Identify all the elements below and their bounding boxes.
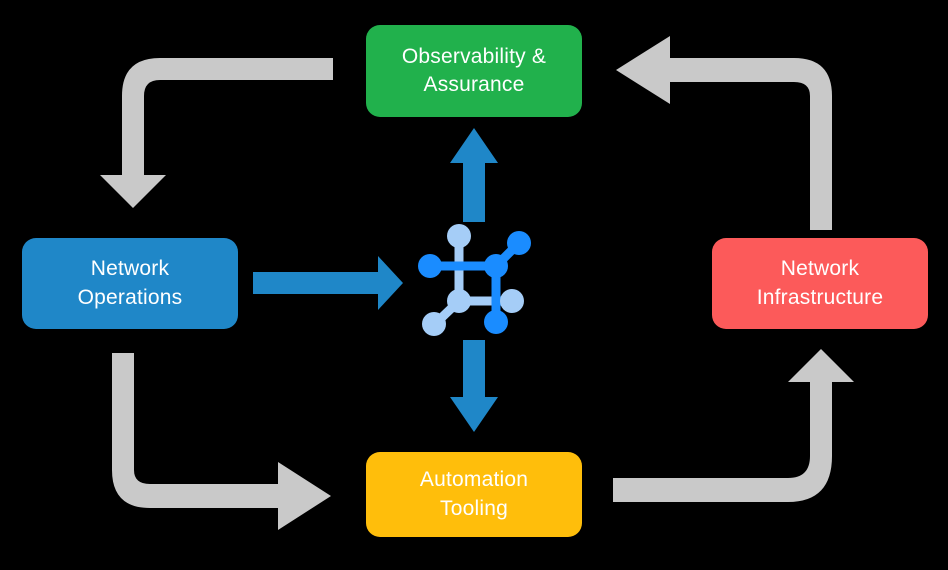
box-observability-line2: Assurance: [423, 73, 525, 96]
box-observability-line1: Observability &: [401, 44, 547, 68]
gray-elbow-arrow-top-right: [616, 36, 832, 230]
box-operations-line1: Network: [90, 257, 170, 281]
box-infrastructure-line2: Infrastructure: [756, 285, 884, 309]
blue-arrow-down: [450, 340, 498, 432]
box-infrastructure-line1: Network: [780, 257, 860, 281]
mesh-node-bottom-dark: [484, 310, 508, 334]
box-observability-assurance[interactable]: Observability & Assurance: [366, 25, 582, 117]
mesh-node-center-dark: [484, 254, 508, 278]
network-mesh-icon: [418, 224, 531, 336]
mesh-node-mid-left-light: [447, 289, 471, 313]
gray-elbow-arrow-bottom-right: [613, 349, 854, 502]
box-automation-line1: Automation: [419, 468, 529, 492]
gray-elbow-arrow-bottom-left: [112, 353, 331, 530]
box-infrastructure-label: Network Infrastructure: [757, 255, 884, 312]
mesh-node-left-dark: [418, 254, 442, 278]
box-network-infrastructure[interactable]: Network Infrastructure: [712, 238, 928, 329]
box-network-operations[interactable]: Network Operations: [22, 238, 238, 329]
mesh-node-top-right-dark: [507, 231, 531, 255]
mesh-node-bottom-left-light: [422, 312, 446, 336]
blue-arrow-right: [253, 256, 403, 310]
gray-elbow-arrow-top-left: [100, 58, 333, 208]
box-operations-label: Network Operations: [78, 255, 183, 312]
box-automation-tooling[interactable]: Automation Tooling: [366, 452, 582, 537]
mesh-node-right-light: [500, 289, 524, 313]
box-automation-line2: Tooling: [440, 496, 508, 520]
box-operations-line2: Operations: [77, 285, 183, 309]
box-automation-label: Automation Tooling: [420, 466, 528, 523]
blue-arrow-up: [450, 128, 498, 222]
mesh-node-top-light: [447, 224, 471, 248]
box-observability-label: Observability & Assurance: [402, 43, 546, 100]
